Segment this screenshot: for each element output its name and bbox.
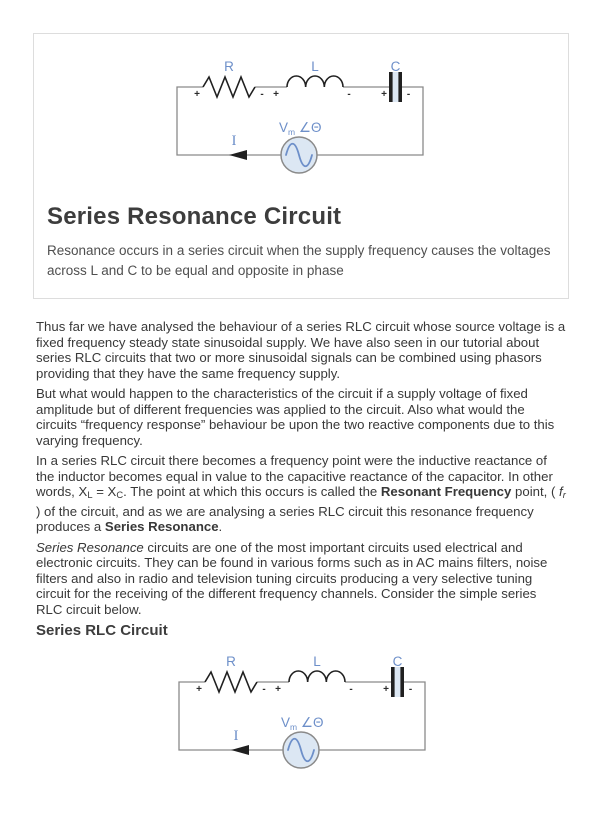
circuit-wire: [178, 681, 426, 751]
paragraph-3: In a series RLC circuit there becomes a …: [36, 453, 566, 535]
paragraph-1: Thus far we have analysed the behaviour …: [36, 319, 566, 381]
paragraph-4: Series Resonance circuits are one of the…: [36, 539, 548, 617]
source-label: Vm ∠Θ: [279, 120, 321, 137]
article-body: Thus far we have analysed the behaviour …: [36, 319, 566, 790]
polarity-plus: +: [381, 89, 387, 100]
section-heading: Series RLC Circuit: [36, 622, 168, 640]
inductor-symbol: [286, 75, 344, 88]
capacitor-dielectric: [392, 72, 399, 102]
capacitor-plate-right: [398, 72, 402, 102]
page-subtitle: Resonance occurs in a series circuit whe…: [47, 243, 551, 278]
polarity-minus: -: [262, 684, 265, 695]
paragraph-2: But what would happen to the characteris…: [36, 386, 555, 448]
resistor-label: R: [224, 59, 234, 74]
current-arrow: [231, 745, 249, 756]
current-label: I: [232, 133, 237, 149]
rlc-circuit-diagram: R L C Vm ∠Θ I + - + - + -: [176, 59, 424, 174]
page: R L C Vm ∠Θ I + - + - + - Series Resonan…: [0, 33, 602, 813]
sine-wave-icon: [285, 142, 313, 168]
hero-card: R L C Vm ∠Θ I + - + - + - Series Resonan…: [33, 33, 569, 299]
polarity-minus: -: [409, 684, 412, 695]
inductor-label: L: [313, 654, 321, 669]
capacitor-label: C: [391, 59, 401, 74]
resistor-symbol: [202, 74, 256, 100]
current-arrow: [229, 150, 247, 160]
polarity-minus: -: [349, 684, 352, 695]
polarity-minus: -: [407, 89, 410, 100]
circuit-diagram-bottom: R L C Vm ∠Θ I + - + - + -: [36, 630, 566, 790]
polarity-plus: +: [273, 89, 279, 100]
polarity-minus: -: [260, 89, 263, 100]
capacitor-plate-left: [389, 72, 393, 102]
capacitor-plate-right: [400, 667, 404, 698]
circuit-diagram-top: R L C Vm ∠Θ I + - + - + -: [47, 35, 555, 195]
polarity-plus: +: [196, 684, 202, 695]
capacitor-plate-left: [391, 667, 395, 698]
sine-wave-icon: [287, 737, 315, 763]
capacitor-dielectric: [394, 667, 401, 698]
current-label: I: [234, 728, 239, 744]
polarity-plus: +: [275, 684, 281, 695]
source-label: Vm ∠Θ: [281, 715, 323, 732]
polarity-minus: -: [347, 89, 350, 100]
rlc-circuit-diagram: R L C Vm ∠Θ I + - + - + -: [178, 654, 426, 769]
resistor-label: R: [226, 654, 236, 669]
circuit-wire: [176, 86, 424, 156]
inductor-label: L: [311, 59, 319, 74]
resistor-symbol: [204, 669, 258, 695]
capacitor-label: C: [393, 654, 403, 669]
polarity-plus: +: [194, 89, 200, 100]
inductor-symbol: [288, 670, 346, 683]
polarity-plus: +: [383, 684, 389, 695]
page-title: Series Resonance Circuit: [47, 203, 342, 230]
